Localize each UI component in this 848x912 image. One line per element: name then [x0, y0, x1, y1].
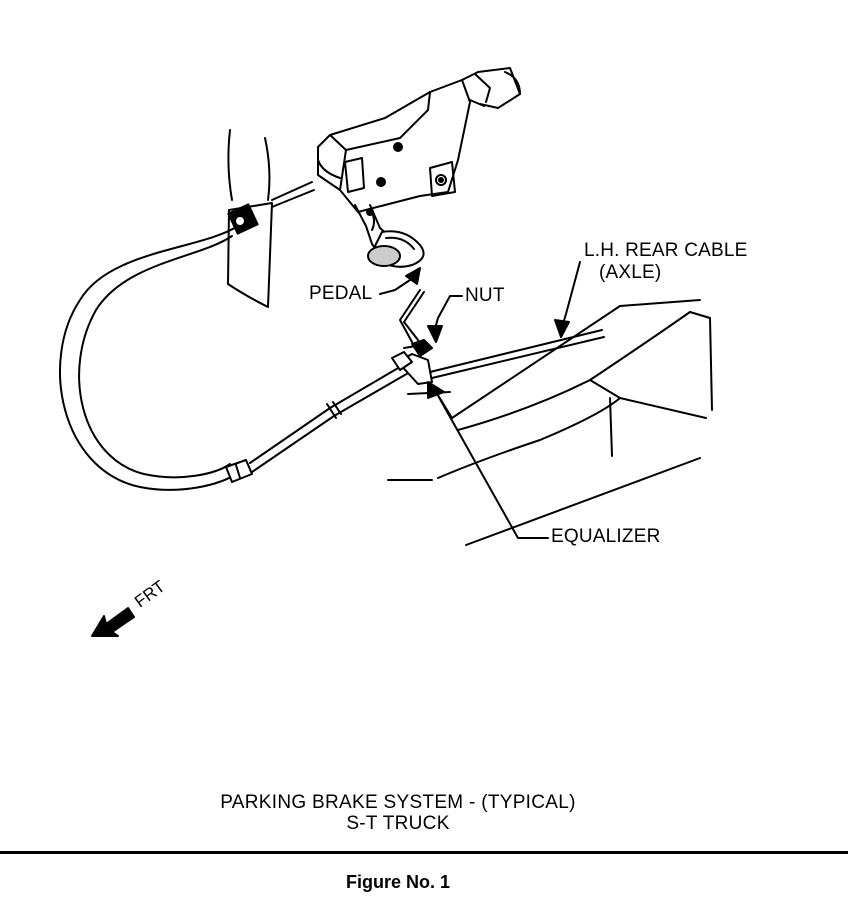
caption-line1: PARKING BRAKE SYSTEM - (TYPICAL) [220, 792, 576, 813]
pedal-lever [354, 204, 425, 268]
nut-label: NUT [465, 285, 505, 306]
pedal-assembly [317, 67, 521, 213]
equalizer-assembly [391, 289, 433, 385]
divider-rule [0, 851, 848, 854]
arrow-down-left-icon [91, 607, 135, 637]
intermediate-cable [249, 363, 411, 473]
pedal-label: PEDAL [309, 283, 373, 304]
leader-lines [379, 261, 581, 539]
looping-cable [59, 225, 253, 491]
rear-cable-label-line1: L.H. REAR CABLE [584, 240, 748, 261]
rear-cable-label-line2: (AXLE) [599, 262, 662, 283]
figure-number: Figure No. 1 [345, 872, 450, 892]
axle-housing [387, 299, 713, 546]
rear-cable [429, 329, 605, 379]
caption-line2: S-T TRUCK [346, 813, 450, 834]
firewall-panel [227, 129, 273, 308]
equalizer-label: EQUALIZER [551, 526, 661, 547]
front-cable [271, 181, 315, 208]
